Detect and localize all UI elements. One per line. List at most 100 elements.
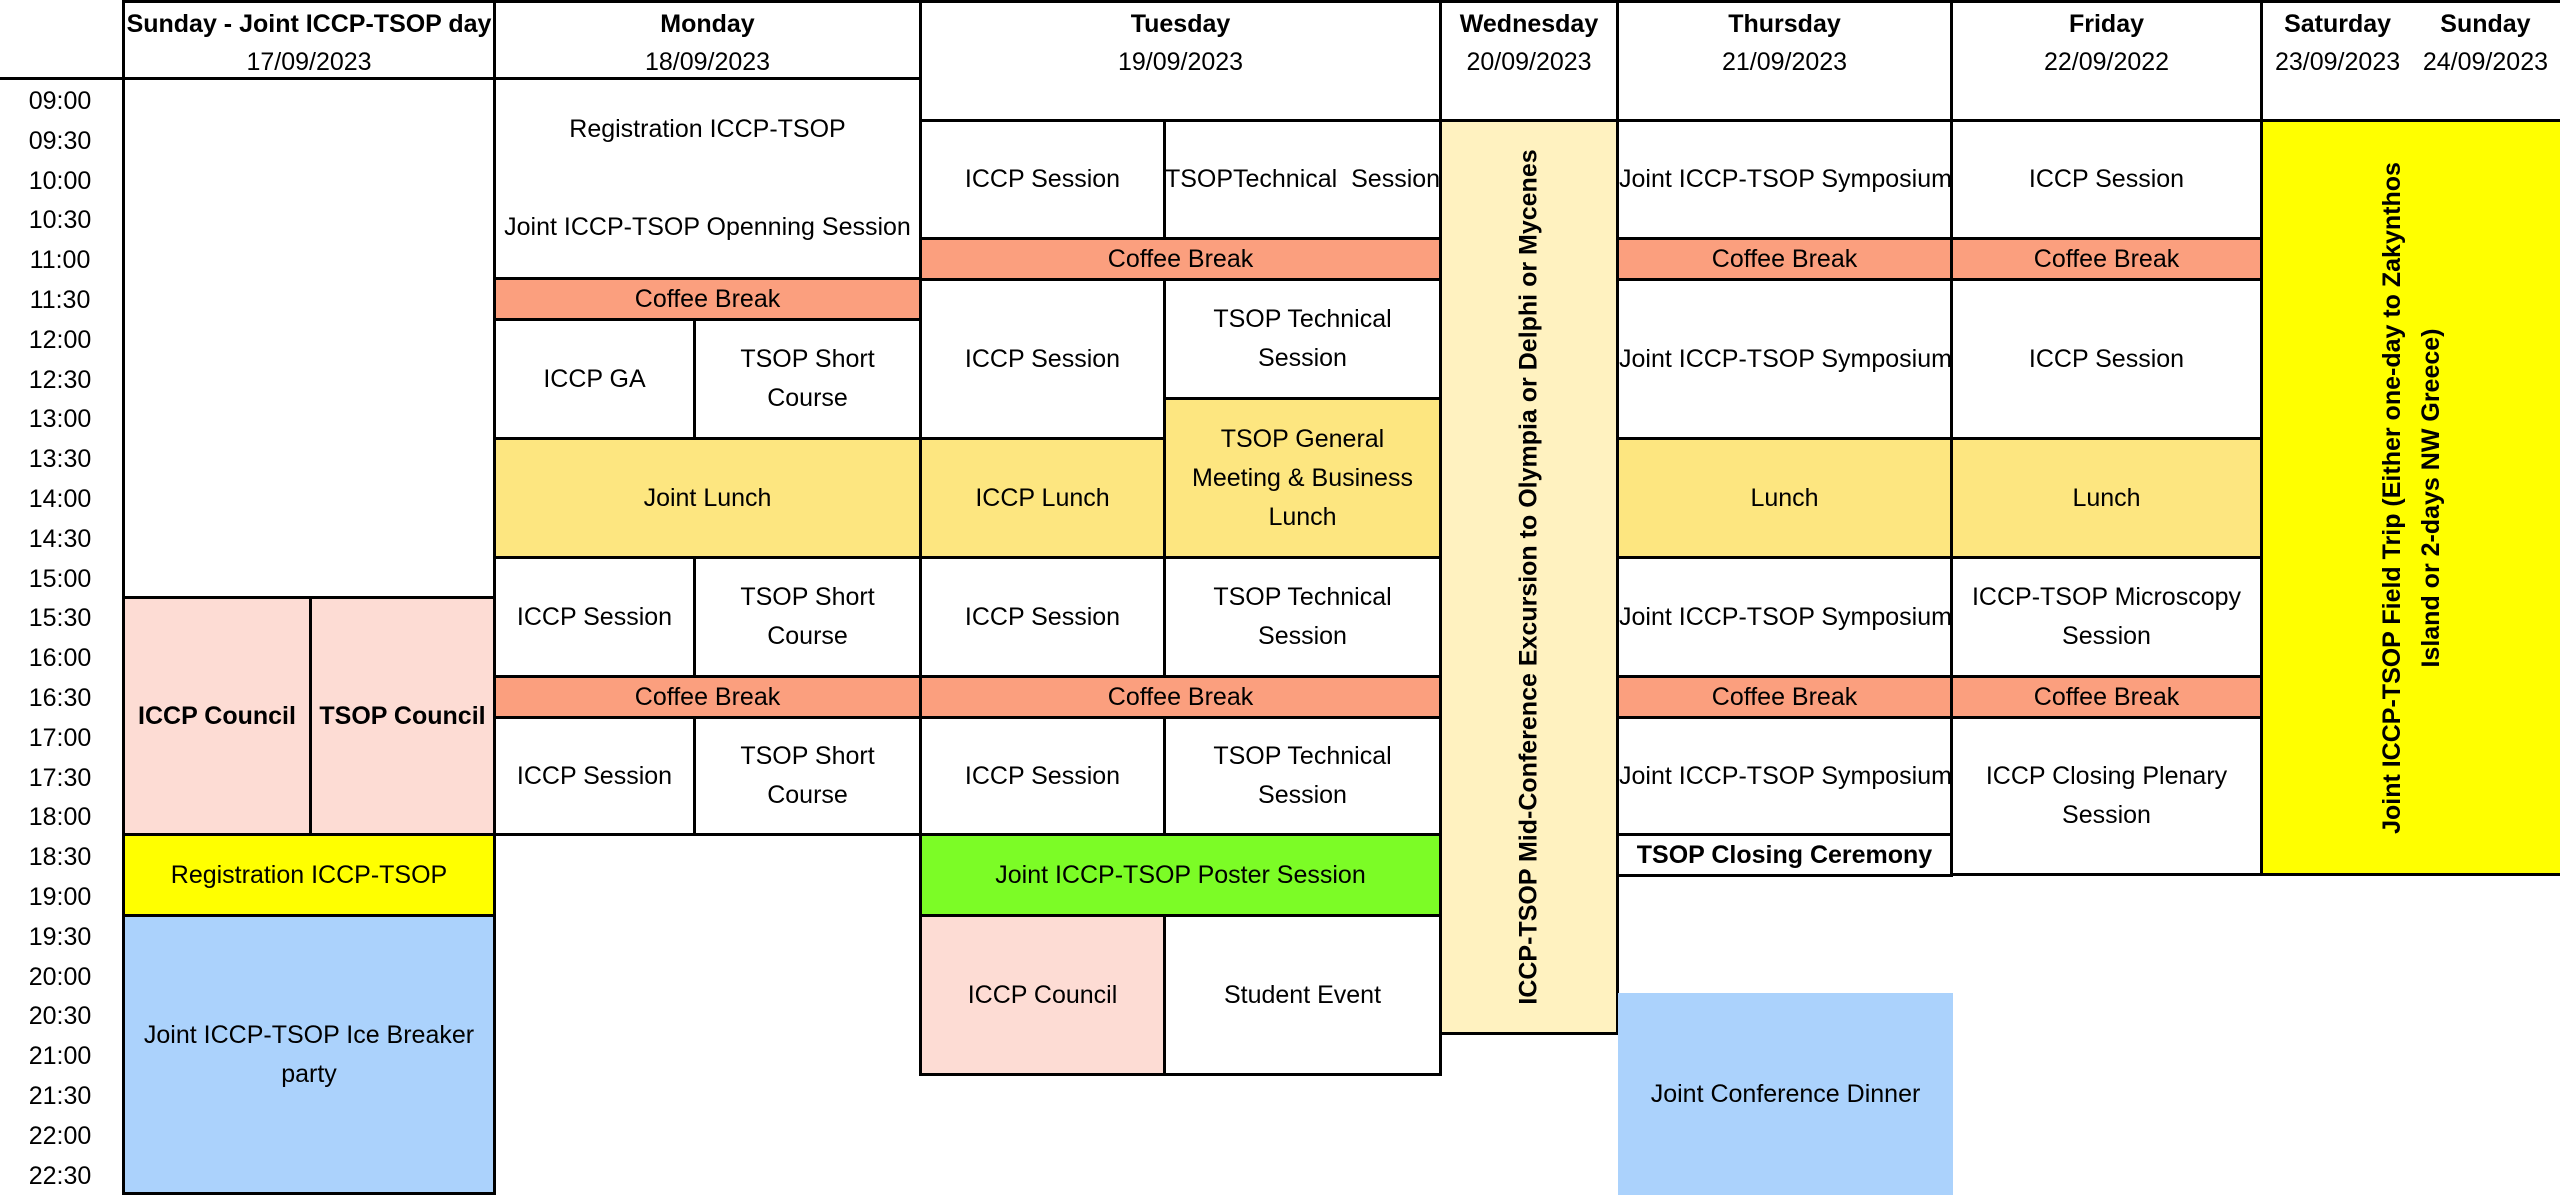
- time-label: 09:00: [28, 87, 92, 115]
- weekend-field-trip-label: Joint ICCP-TSOP Field Trip (Either one-d…: [2377, 161, 2445, 834]
- thursday-coffee-break-1: Coffee Break: [1616, 237, 1953, 281]
- time-label: 13:30: [28, 445, 92, 474]
- weekend-field-trip: Joint ICCP-TSOP Field Trip (Either one-d…: [2260, 119, 2560, 876]
- header-thursday: Thursday 21/09/2023: [1616, 0, 1953, 122]
- time-label: 16:30: [28, 684, 92, 712]
- friday-iccp-session-1: ICCP Session: [1950, 119, 2263, 240]
- header-saturday: Saturday 23/09/2023: [2275, 5, 2400, 81]
- time-label: 12:30: [28, 365, 92, 394]
- friday-microscopy-session: ICCP-TSOP Microscopy Session: [1950, 556, 2263, 678]
- tuesday-tsop-technical-session-1: TSOPTechnical Session: [1163, 119, 1442, 240]
- header-monday: Monday 18/09/2023: [493, 0, 922, 80]
- header-day: Wednesday: [1459, 10, 1599, 38]
- header-weekend: Saturday 23/09/2023 Sunday 24/09/2023: [2260, 0, 2560, 122]
- time-label: 17:30: [28, 763, 92, 792]
- sunday-iccp-council: ICCP Council: [122, 596, 312, 836]
- time-label: 15:30: [28, 604, 92, 633]
- thursday-symposium-2: Joint ICCP-TSOP Symposium: [1616, 278, 1953, 440]
- time-label: 19:00: [28, 883, 92, 911]
- monday-opening-block: Registration ICCP-TSOP Joint ICCP-TSOP O…: [493, 77, 922, 280]
- friday-coffee-break-2: Coffee Break: [1950, 675, 2263, 719]
- thursday-symposium-1: Joint ICCP-TSOP Symposium: [1616, 119, 1953, 240]
- monday-tsop-short-course-1: TSOP Short Course: [693, 318, 922, 440]
- header-date: 22/09/2022: [2043, 48, 2170, 76]
- header-sunday2: Sunday 24/09/2023: [2423, 5, 2548, 81]
- tuesday-coffee-break-2: Coffee Break: [919, 675, 1442, 719]
- wednesday-excursion: ICCP-TSOP Mid-Conference Excursion to Ol…: [1439, 119, 1619, 1035]
- time-label: 22:00: [28, 1121, 92, 1150]
- header-date: 23/09/2023: [2275, 48, 2401, 76]
- time-label: 12:00: [28, 325, 92, 354]
- header-date: 19/09/2023: [1117, 48, 1244, 76]
- monday-registration: Registration ICCP-TSOP: [569, 114, 846, 143]
- tuesday-iccp-lunch: ICCP Lunch: [919, 437, 1166, 559]
- monday-iccp-session-2: ICCP Session: [493, 716, 696, 836]
- header-date: 20/09/2023: [1466, 48, 1592, 76]
- tuesday-student-event: Student Event: [1163, 914, 1442, 1076]
- thursday-lunch: Lunch: [1616, 437, 1953, 559]
- time-label: 18:30: [28, 843, 92, 872]
- time-label: 14:00: [28, 485, 92, 513]
- header-friday: Friday 22/09/2022: [1950, 0, 2263, 122]
- time-label: 14:30: [28, 524, 92, 553]
- time-label: 20:30: [28, 1002, 92, 1031]
- header-date: 18/09/2023: [644, 48, 771, 76]
- header-day: Tuesday: [1130, 10, 1231, 38]
- monday-tsop-short-course-3: TSOP Short Course: [693, 716, 922, 836]
- header-tuesday: Tuesday 19/09/2023: [919, 0, 1442, 122]
- header-day: Sunday: [2440, 10, 2531, 38]
- friday-iccp-session-2: ICCP Session: [1950, 278, 2263, 440]
- time-label: 21:30: [28, 1082, 92, 1110]
- tuesday-poster-session: Joint ICCP-TSOP Poster Session: [919, 833, 1442, 917]
- tuesday-iccp-session-3: ICCP Session: [919, 556, 1166, 678]
- header-wednesday: Wednesday 20/09/2023: [1439, 0, 1619, 122]
- header-date: 24/09/2023: [2422, 48, 2548, 76]
- sunday-empty-block: [122, 77, 496, 599]
- tuesday-tsop-general-meeting: TSOP General Meeting & Business Lunch: [1163, 397, 1442, 559]
- friday-coffee-break-1: Coffee Break: [1950, 237, 2263, 281]
- header-day: Thursday: [1728, 10, 1841, 38]
- tuesday-tsop-technical-session-3: TSOP Technical Session: [1163, 556, 1442, 678]
- time-label: 20:00: [28, 962, 92, 991]
- sunday-ice-breaker: Joint ICCP-TSOP Ice Breaker party: [122, 914, 496, 1195]
- time-label: 21:00: [28, 1042, 92, 1071]
- header-date: 21/09/2023: [1721, 48, 1848, 76]
- tuesday-iccp-session-4: ICCP Session: [919, 716, 1166, 836]
- thursday-coffee-break-2: Coffee Break: [1616, 675, 1953, 719]
- monday-coffee-break-2: Coffee Break: [493, 675, 922, 719]
- header-day: Friday: [2068, 10, 2145, 38]
- monday-iccp-ga: ICCP GA: [493, 318, 696, 440]
- time-label: 17:00: [28, 723, 92, 752]
- time-label: 10:30: [28, 206, 92, 235]
- time-label: 10:00: [28, 166, 92, 195]
- time-label: 11:30: [29, 286, 91, 314]
- tuesday-coffee-break-1: Coffee Break: [919, 237, 1442, 281]
- tuesday-tsop-technical-session-2: TSOP Technical Session: [1163, 278, 1442, 400]
- monday-iccp-session-1: ICCP Session: [493, 556, 696, 678]
- wednesday-excursion-label: ICCP-TSOP Mid-Conference Excursion to Ol…: [1514, 149, 1543, 1005]
- sunday-tsop-council: TSOP Council: [309, 596, 496, 836]
- time-label: 13:00: [28, 405, 92, 434]
- friday-closing-plenary: ICCP Closing Plenary Session: [1950, 716, 2263, 876]
- thursday-conference-dinner: Joint Conference Dinner: [1618, 993, 1953, 1195]
- monday-joint-lunch: Joint Lunch: [493, 437, 922, 559]
- header-day: Saturday: [2284, 10, 2392, 38]
- time-label: 22:30: [28, 1161, 92, 1190]
- monday-coffee-break-1: Coffee Break: [493, 277, 922, 321]
- header-day: Sunday - Joint ICCP-TSOP day: [126, 10, 492, 38]
- time-label: 15:00: [28, 564, 92, 593]
- tuesday-iccp-council: ICCP Council: [919, 914, 1166, 1076]
- header-date: 17/09/2023: [246, 48, 372, 76]
- monday-tsop-short-course-2: TSOP Short Course: [693, 556, 922, 678]
- friday-lunch: Lunch: [1950, 437, 2263, 559]
- time-label: 09:30: [28, 126, 92, 155]
- thursday-closing-ceremony: TSOP Closing Ceremony: [1616, 833, 1953, 877]
- tuesday-tsop-technical-session-4: TSOP Technical Session: [1163, 716, 1442, 836]
- time-label: 19:30: [28, 922, 92, 951]
- time-label: 18:00: [28, 803, 92, 832]
- time-label: 16:00: [28, 644, 92, 673]
- time-label: 11:00: [29, 246, 91, 275]
- tuesday-iccp-session-2: ICCP Session: [919, 278, 1166, 440]
- monday-opening-session: Joint ICCP-TSOP Openning Session: [504, 213, 911, 242]
- sunday-registration: Registration ICCP-TSOP: [122, 833, 496, 917]
